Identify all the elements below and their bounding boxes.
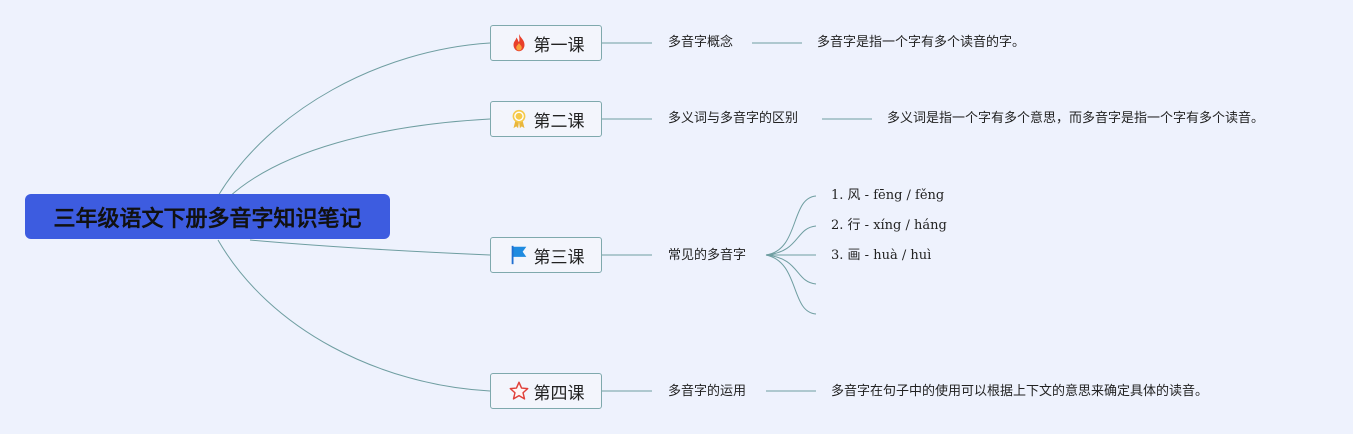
lesson-label: 第三课 xyxy=(533,247,585,268)
lesson-node-2[interactable]: 第二课 xyxy=(490,101,602,137)
lesson-node-3[interactable]: 第三课 xyxy=(490,237,602,273)
root-node-title[interactable]: 三年级语文下册多音字知识笔记 xyxy=(25,194,390,239)
connector-example-4 xyxy=(765,254,817,285)
lesson-label: 第四课 xyxy=(533,383,585,404)
connector-root-lesson-2 xyxy=(227,118,491,199)
lesson-3-topic[interactable]: 常见的多音字 xyxy=(668,248,747,263)
connector-example-1 xyxy=(765,195,817,256)
lesson-4-detail[interactable]: 多音字在句子中的使用可以根据上下文的意思来确定具体的读音。 xyxy=(831,384,1209,399)
example-item[interactable]: 2. 行 - xíng / háng xyxy=(831,218,947,233)
lesson-2-detail[interactable]: 多义词是指一个字有多个意思，而多音字是指一个字有多个读音。 xyxy=(887,111,1265,126)
connector-root-lesson-3 xyxy=(249,239,491,256)
connector-example-2 xyxy=(765,225,817,256)
star-icon xyxy=(508,380,530,402)
lesson-2-topic[interactable]: 多义词与多音字的区别 xyxy=(668,111,799,126)
lesson-1-detail[interactable]: 多音字是指一个字有多个读音的字。 xyxy=(817,35,1026,50)
example-item[interactable]: 3. 画 - huà / huì xyxy=(831,248,932,263)
lesson-1-topic[interactable]: 多音字概念 xyxy=(668,35,734,50)
lesson-label: 第二课 xyxy=(533,111,585,132)
example-item[interactable]: 1. 风 - fēng / fěng xyxy=(831,188,945,203)
connector-example-5 xyxy=(765,254,817,315)
medal-icon xyxy=(508,108,530,130)
lesson-node-1[interactable]: 第一课 xyxy=(490,25,602,61)
connector-root-lesson-4 xyxy=(217,239,491,392)
fire-icon xyxy=(508,32,530,54)
lesson-node-4[interactable]: 第四课 xyxy=(490,373,602,409)
connector-root-lesson-1 xyxy=(217,42,491,197)
lesson-label: 第一课 xyxy=(533,35,585,56)
flag-icon xyxy=(508,244,530,266)
lesson-4-topic[interactable]: 多音字的运用 xyxy=(668,384,747,399)
